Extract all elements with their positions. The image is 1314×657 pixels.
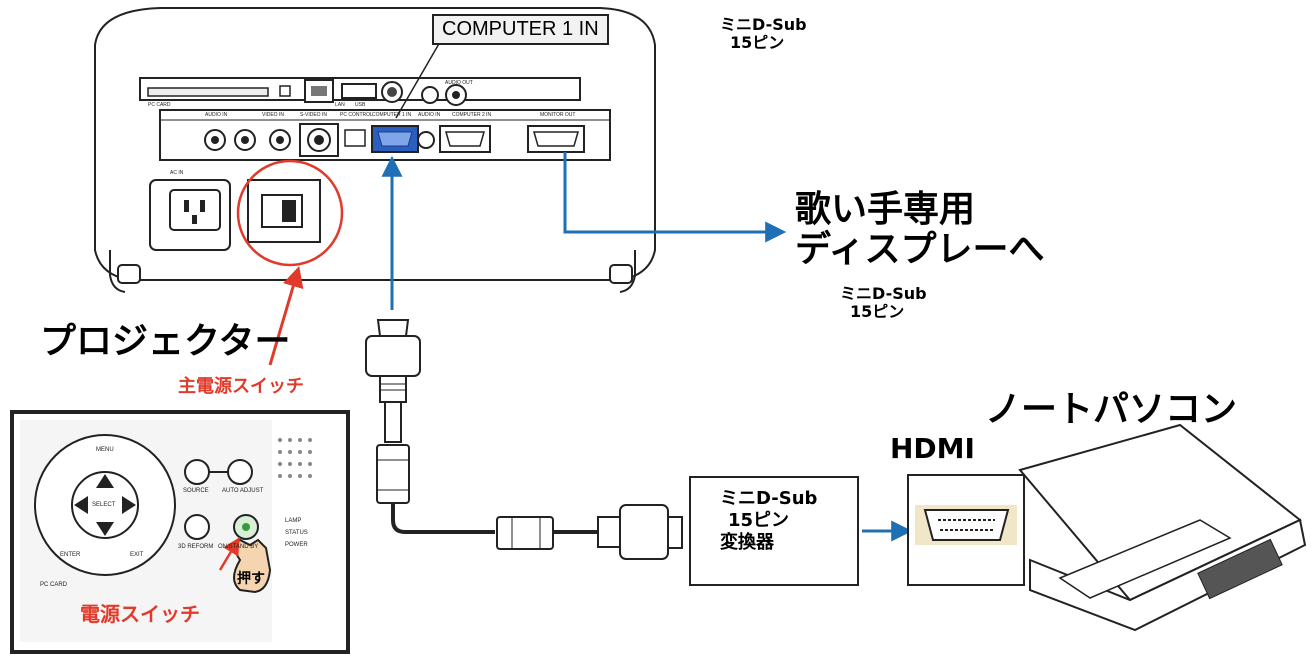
status-indicator-label: STATUS (285, 530, 308, 536)
ac-in-label: AC IN (170, 170, 184, 176)
projector-label: プロジェクター (40, 321, 291, 362)
computer-1-in-callout: COMPUTER 1 IN (432, 14, 609, 45)
control-panel-inset (10, 410, 350, 654)
monitor-out-label: MONITOR OUT (540, 112, 576, 118)
menu-button-label: MENU (96, 447, 114, 453)
on-standby-label: ON/STAND BY (218, 544, 259, 550)
computer-1-in-port-label: COMPUTER 1 IN (372, 112, 412, 118)
select-label: SELECT (92, 502, 116, 508)
projector-illustration (94, 7, 656, 293)
converter-label: ミニD-Sub 15ピン 変換器 (720, 488, 817, 554)
minidsub-top-line2: 15ピン (730, 33, 785, 52)
main-switch-arrow (268, 265, 304, 366)
minidsub-mid-label: ミニD-Sub 15ピン (840, 285, 927, 321)
source-label: SOURCE (183, 488, 209, 494)
laptop-label: ノートパソコン (985, 389, 1238, 430)
lan-label: LAN (335, 102, 345, 108)
main-switch-highlight (236, 159, 344, 267)
minidsub-top-line1: ミニD-Sub (720, 15, 807, 34)
hdmi-port-icon (923, 509, 1010, 541)
converter-box (689, 476, 859, 586)
minidsub-mid-line1: ミニD-Sub (840, 284, 927, 303)
pc-card-slot-label: PC CARD (148, 102, 171, 108)
enter-button-label: ENTER (60, 552, 81, 558)
converter-line3: 変換器 (720, 532, 774, 553)
power-indicator-label: POWER (285, 542, 308, 548)
3d-reform-label: 3D REFORM (178, 544, 214, 550)
computer-2-in-label: COMPUTER 2 IN (452, 112, 492, 118)
audio-in-label: AUDIO IN (205, 112, 228, 118)
laptop-illustration (1018, 423, 1307, 632)
vga-cable (365, 319, 683, 560)
singer-display-line2: ディスプレーへ (795, 229, 1045, 270)
usb-label: USB (355, 102, 366, 108)
s-video-in-label: S-VIDEO IN (300, 112, 327, 118)
exit-button-label: EXIT (130, 552, 144, 558)
main-power-switch-label: 主電源スイッチ (178, 376, 304, 397)
hdmi-label: HDMI (890, 432, 975, 465)
monitor-out-arrow (563, 152, 787, 243)
power-switch-label: 電源スイッチ (80, 602, 200, 626)
pc-card-indicator-label: PC CARD (40, 582, 68, 588)
minidsub-top-label: ミニD-Sub 15ピン (720, 16, 807, 52)
auto-adjust-label: AUTO ADJUST (222, 488, 264, 494)
minidsub-mid-line2: 15ピン (850, 302, 905, 321)
audio-out-label: AUDIO OUT (445, 80, 473, 86)
audio-in-2-label: AUDIO IN (418, 112, 441, 118)
video-in-label: VIDEO IN (262, 112, 284, 118)
converter-line2: 15ピン (728, 510, 790, 531)
pc-control-label: PC CONTROL (340, 112, 373, 118)
callout-pointer (395, 41, 441, 119)
computer-1-in-label: COMPUTER 1 IN (442, 18, 599, 40)
singer-display-line1: 歌い手専用 (795, 189, 976, 230)
press-label: 押す (237, 571, 265, 587)
singer-display-label: 歌い手専用 ディスプレーへ (795, 190, 1044, 270)
lamp-indicator-label: LAMP (285, 518, 302, 524)
converter-line1: ミニD-Sub (720, 488, 818, 509)
